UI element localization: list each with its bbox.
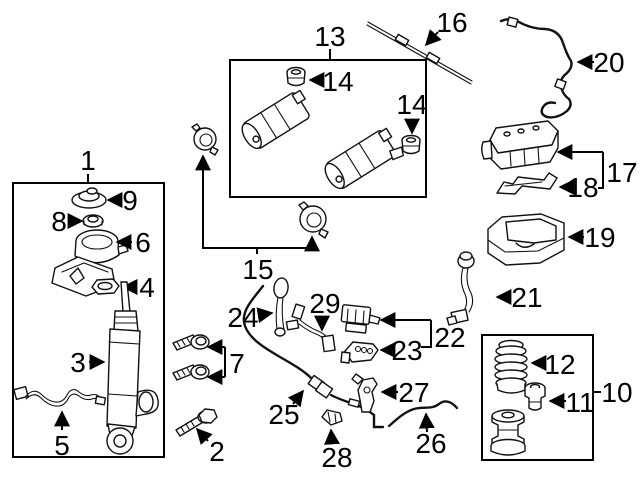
valve-bracket-drawing <box>340 341 379 364</box>
callout-28-label: 28 <box>321 442 352 473</box>
callout-13-label: 13 <box>314 21 345 52</box>
callout-15: 15 <box>195 154 320 285</box>
height-sensor-drawing <box>446 251 475 326</box>
clamp-b-drawing <box>298 201 329 239</box>
callout-5: 5 <box>54 410 70 461</box>
callout-5-label: 5 <box>54 430 70 461</box>
callout-19-label: 19 <box>584 222 615 253</box>
screw-top-drawing <box>172 334 210 351</box>
callout-18-label: 18 <box>567 172 598 203</box>
valve-harness-drawing <box>285 303 336 353</box>
callout-7: 7 <box>206 339 245 385</box>
callout-23: 23 <box>379 335 423 366</box>
callout-27-label: 27 <box>398 377 429 408</box>
screw-bottom-drawing <box>172 364 210 381</box>
callout-9-label: 9 <box>122 185 138 216</box>
cap-14a-drawing <box>286 66 306 87</box>
callout-24: 24 <box>227 302 274 333</box>
callout-26: 26 <box>415 412 447 459</box>
callout-4-label: 4 <box>139 272 155 303</box>
callout-19: 19 <box>567 222 616 253</box>
callout-7-label: 7 <box>229 348 245 379</box>
callout-2-label: 2 <box>209 436 225 467</box>
callout-14a: 14 <box>308 66 354 97</box>
wiring-harness-drawing <box>13 385 107 407</box>
callout-23-label: 23 <box>391 335 422 366</box>
callout-14b: 14 <box>396 89 428 135</box>
bolt-drawing <box>175 408 218 437</box>
dust-cap-drawing <box>71 187 107 209</box>
callout-9: 9 <box>106 185 138 216</box>
callout-20: 20 <box>576 47 625 78</box>
callout-11-label: 11 <box>565 387 594 418</box>
gasket-drawing <box>91 278 120 295</box>
callout-12: 12 <box>530 349 576 380</box>
dryer-cylinder-2-drawing <box>324 127 404 190</box>
callout-25-label: 25 <box>268 399 299 430</box>
air-line-25-drawing <box>242 284 385 429</box>
callout-29-label: 29 <box>309 288 340 319</box>
callout-29: 29 <box>309 288 341 332</box>
clip-28-drawing <box>321 409 343 426</box>
clamp-a-drawing <box>191 123 219 156</box>
bump-stop-drawing <box>490 409 526 456</box>
dryer-cylinder-1-drawing <box>241 89 310 150</box>
compressor-drawing <box>481 120 559 170</box>
bracket-27-drawing <box>351 373 378 413</box>
sensor-link-drawing <box>273 277 289 337</box>
callout-12-label: 12 <box>544 349 575 380</box>
callout-8-label: 8 <box>51 206 67 237</box>
callout-26-label: 26 <box>415 428 446 459</box>
shock-absorber-drawing <box>106 281 159 455</box>
fitting-11-drawing <box>524 382 546 411</box>
hose-20-drawing <box>499 16 573 119</box>
callout-3-label: 3 <box>70 347 86 378</box>
air-line-16-drawing <box>366 21 473 85</box>
bellows-drawing <box>494 339 528 394</box>
callout-6: 6 <box>115 227 151 258</box>
callout-21: 21 <box>495 282 543 313</box>
callout-6-label: 6 <box>135 227 151 258</box>
callout-22: 22 <box>379 312 466 353</box>
air-line-26-drawing <box>387 400 459 428</box>
group-box-10: 10 <box>481 334 633 461</box>
solenoid-valve-drawing <box>340 304 381 334</box>
callout-27: 27 <box>380 377 430 408</box>
callout-14a-label: 14 <box>322 66 353 97</box>
callout-22-label: 22 <box>434 322 465 353</box>
callout-3: 3 <box>70 347 106 378</box>
callout-10-label: 10 <box>601 377 632 408</box>
group-box-13: 13 <box>229 21 427 198</box>
callout-21-label: 21 <box>511 282 542 313</box>
callout-17-label: 17 <box>606 157 637 188</box>
callout-25: 25 <box>268 389 304 430</box>
callout-1-label: 1 <box>80 145 96 176</box>
callout-15-label: 15 <box>242 254 273 285</box>
nut-drawing <box>82 214 104 228</box>
callout-16: 16 <box>424 7 468 47</box>
callout-17: 17 <box>556 144 638 189</box>
housing-19-drawing <box>487 213 565 266</box>
callout-8: 8 <box>51 206 84 237</box>
callout-2: 2 <box>195 427 225 467</box>
bracket-18-drawing <box>496 172 558 195</box>
group-box-1: 1 <box>12 145 165 458</box>
cap-14b-drawing <box>401 134 421 155</box>
callout-14b-label: 14 <box>396 89 427 120</box>
callout-11: 11 <box>548 387 595 418</box>
callout-18: 18 <box>558 172 599 203</box>
callout-20-label: 20 <box>593 47 624 78</box>
callout-28: 28 <box>321 428 353 473</box>
callout-16-label: 16 <box>436 7 467 38</box>
